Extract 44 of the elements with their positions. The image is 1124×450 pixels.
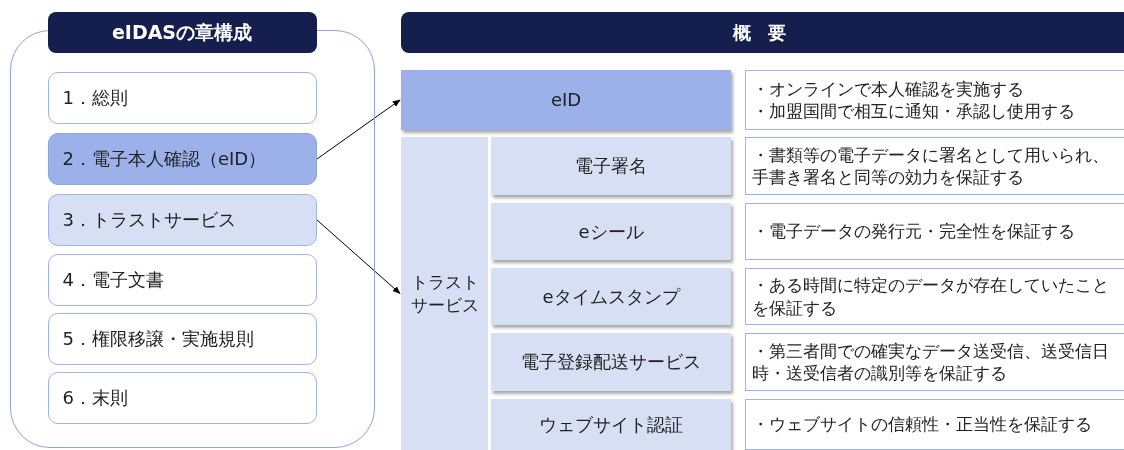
label-text: 電子署名 — [574, 154, 648, 178]
label-text: 1．総則 — [62, 85, 129, 110]
category-band — [401, 137, 488, 450]
description-text: ・書類等の電子データに署名として用いられ、手書き署名と同等の効力を保証する — [752, 143, 1110, 189]
chapter-box — [47, 132, 317, 185]
label-text: ウェブサイト認証 — [538, 412, 684, 437]
label-text: 電子登録配送サービス — [520, 350, 702, 374]
header-bar — [401, 12, 1124, 53]
label-text: 概 要 — [731, 20, 793, 45]
chapter-box — [47, 371, 317, 424]
chapter-box — [47, 312, 317, 365]
arrow — [316, 99, 401, 160]
service-box — [491, 203, 731, 260]
description-box — [745, 70, 1124, 130]
description-text: ・ウェブサイトの信頼性・正当性を保証する — [752, 413, 1093, 436]
chapter-box — [47, 253, 317, 306]
chapter-box — [47, 71, 317, 124]
description-text: ・ある時間に特定のデータが存在していたことを保証する — [752, 274, 1110, 319]
service-box — [491, 268, 731, 325]
label-text: eタイムスタンプ — [541, 284, 682, 309]
description-box — [745, 399, 1124, 450]
label-text: 3．トラストサービス — [62, 207, 237, 232]
description-text: ・オンラインで本人確認を実施する — [752, 77, 1025, 100]
label-text: トラストサービス — [409, 271, 480, 316]
label-text: 2．電子本人確認（eID） — [62, 146, 268, 171]
description-text: ・加盟国間で相互に通知・承認し使用する — [752, 100, 1076, 123]
description-box — [745, 137, 1124, 195]
description-box — [745, 203, 1124, 260]
chapter-box — [47, 193, 317, 246]
label-text: eID — [549, 88, 583, 112]
description-text: ・第三者間での確実なデータ送受信、送受信日時・送受信者の識別等を保証する — [752, 339, 1110, 385]
description-text: ・電子データの発行元・完全性を保証する — [752, 220, 1076, 243]
service-box — [491, 333, 731, 391]
arrow — [316, 219, 401, 295]
label-text: 6．末則 — [62, 385, 129, 410]
description-box — [745, 268, 1124, 325]
label-text: 5．権限移譲・実施規則 — [62, 326, 255, 351]
category-box — [401, 70, 731, 130]
label-text: eシール — [577, 219, 645, 244]
service-box — [491, 399, 731, 450]
description-box — [745, 333, 1124, 391]
label-text: 4．電子文書 — [62, 267, 165, 292]
service-box — [491, 137, 731, 195]
panel-heading: eIDASの章構成 — [47, 11, 317, 53]
